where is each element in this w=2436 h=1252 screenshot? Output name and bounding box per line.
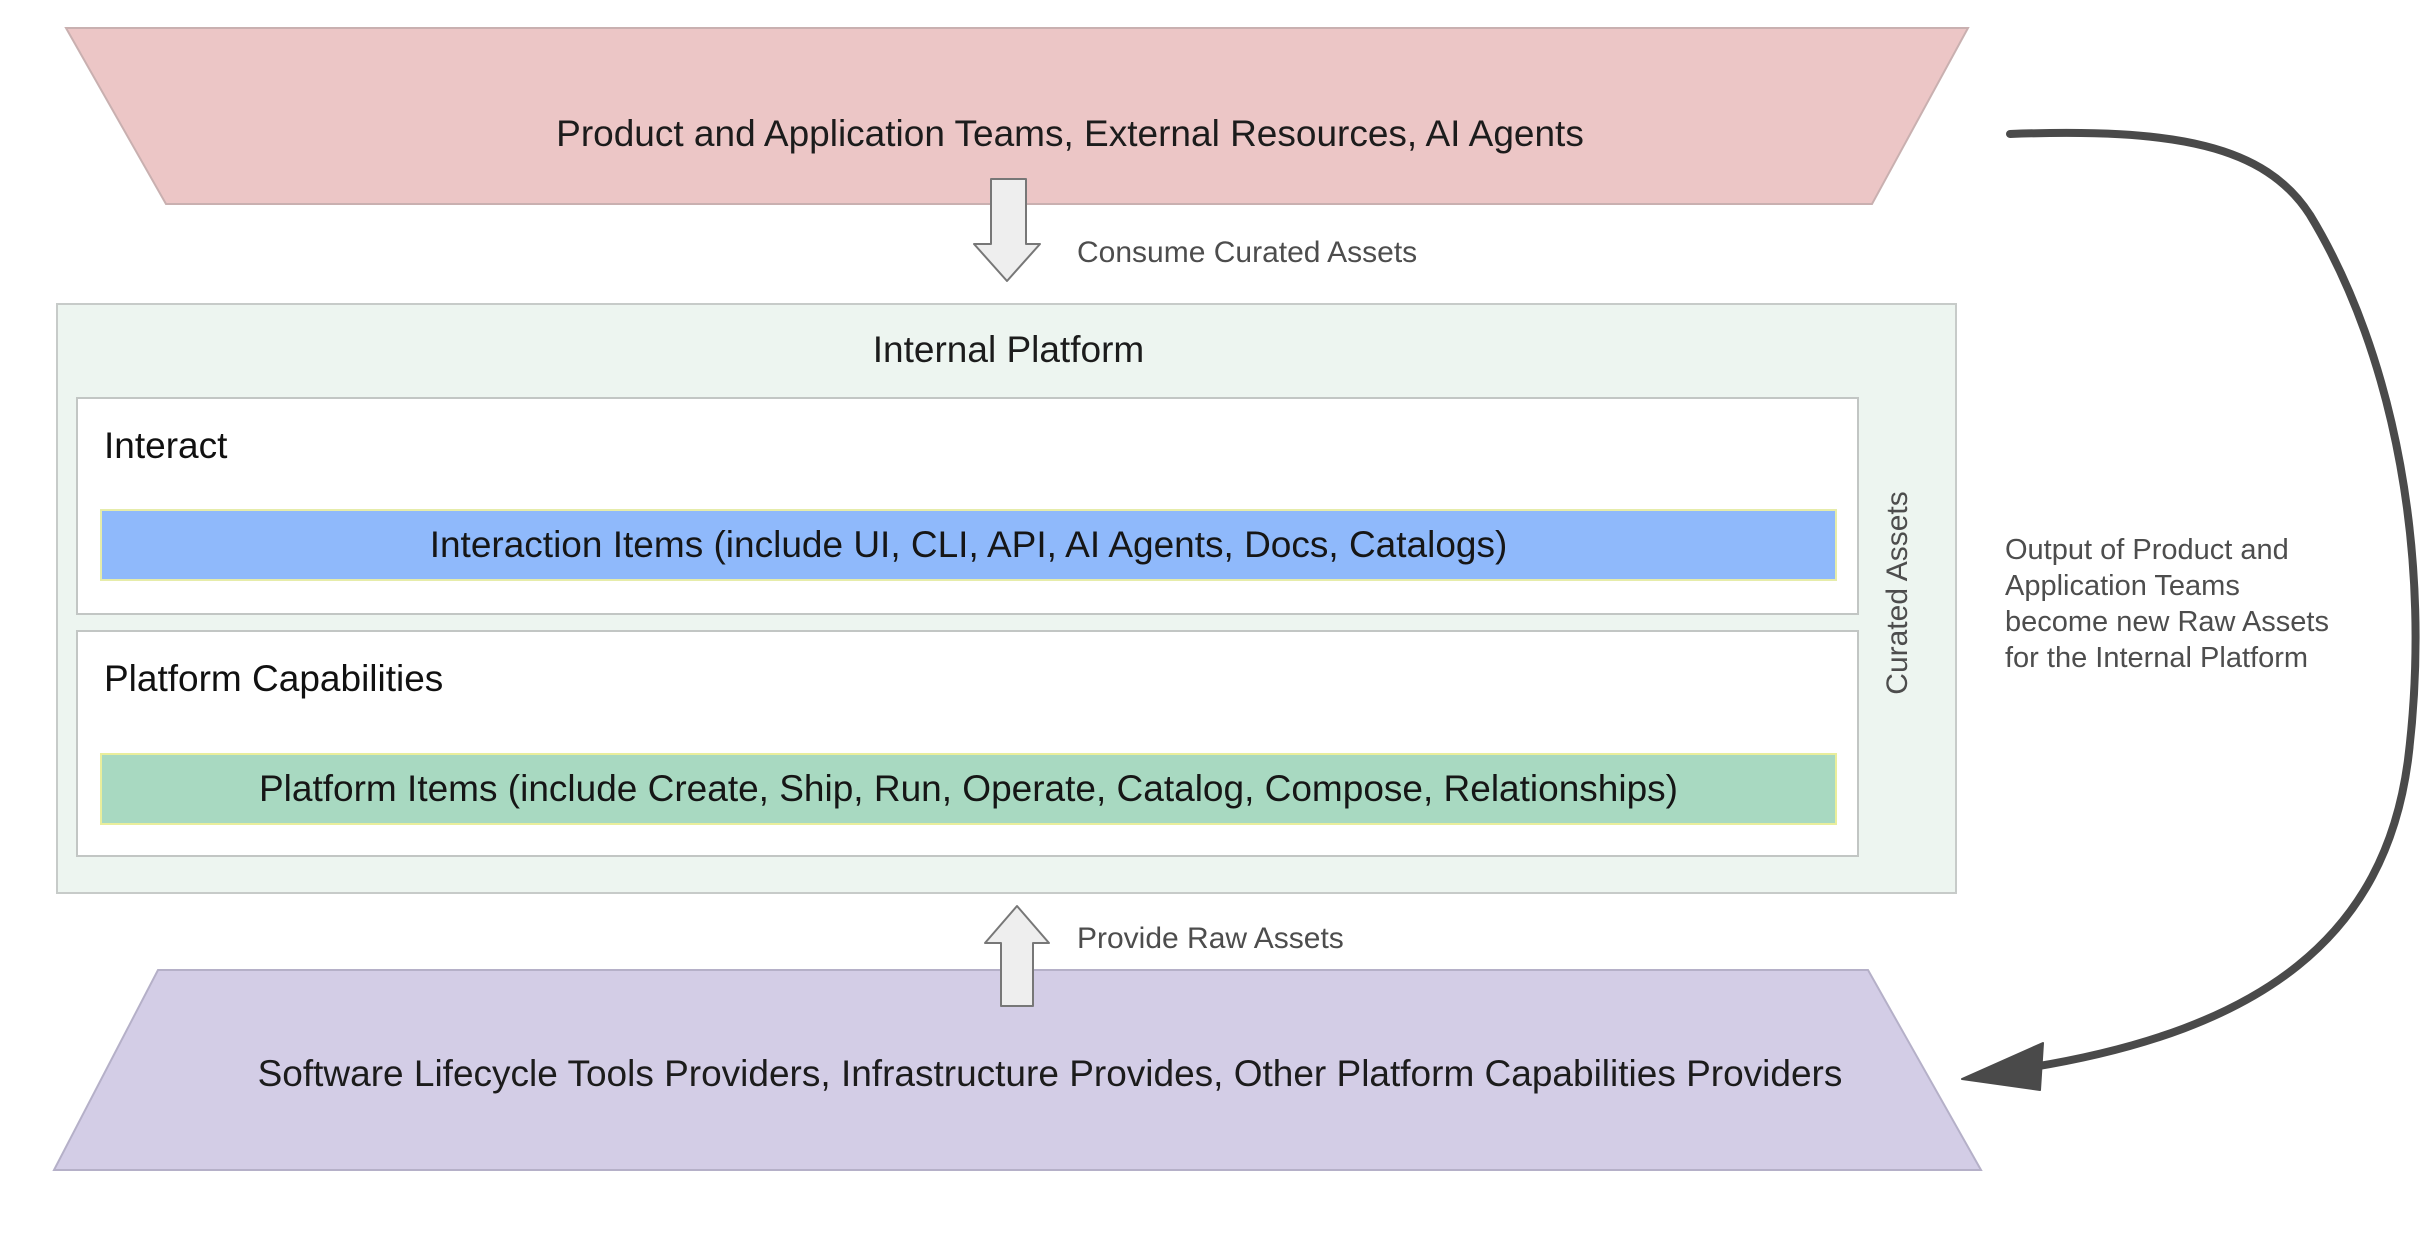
feedback-note-line: Output of Product and: [2005, 534, 2289, 566]
provide-arrow-icon: [984, 905, 1050, 1007]
providers-shape: [52, 969, 1983, 1171]
internal-platform-box: Internal Platform Interact Interaction I…: [56, 303, 1957, 894]
consumers-label: Product and Application Teams, External …: [556, 113, 1584, 154]
feedback-note-line: Application Teams: [2005, 570, 2240, 602]
consume-arrow-icon: [973, 178, 1041, 282]
feedback-curve-arrow: [2006, 128, 2420, 1072]
interaction-items-bar: Interaction Items (include UI, CLI, API,…: [100, 509, 1837, 581]
feedback-note-line: for the Internal Platform: [2005, 642, 2309, 674]
interact-title: Interact: [104, 425, 228, 466]
feedback-note: Output of Product and Application Teams …: [2005, 532, 2329, 676]
providers-label: Software Lifecycle Tools Providers, Infr…: [257, 1053, 1843, 1094]
curated-assets-text: Curated Assets: [1881, 491, 1914, 695]
provide-raw-assets-label: Provide Raw Assets: [1077, 922, 1344, 955]
platform-items-label: Platform Items (include Create, Ship, Ru…: [259, 768, 1678, 809]
platform-capabilities-title: Platform Capabilities: [104, 658, 444, 699]
feedback-arrowhead-icon: [1961, 1042, 2044, 1091]
consumers-shape: [64, 27, 1970, 205]
interaction-items-label: Interaction Items (include UI, CLI, API,…: [429, 524, 1508, 565]
interact-panel: Interact Interaction Items (include UI, …: [76, 397, 1859, 615]
consume-curated-assets-label: Consume Curated Assets: [1077, 236, 1418, 269]
feedback-note-line: become new Raw Assets: [2005, 606, 2329, 638]
platform-capabilities-panel: Platform Capabilities Platform Items (in…: [76, 630, 1859, 857]
internal-platform-title: Internal Platform: [872, 329, 1145, 370]
platform-items-bar: Platform Items (include Create, Ship, Ru…: [100, 753, 1837, 825]
